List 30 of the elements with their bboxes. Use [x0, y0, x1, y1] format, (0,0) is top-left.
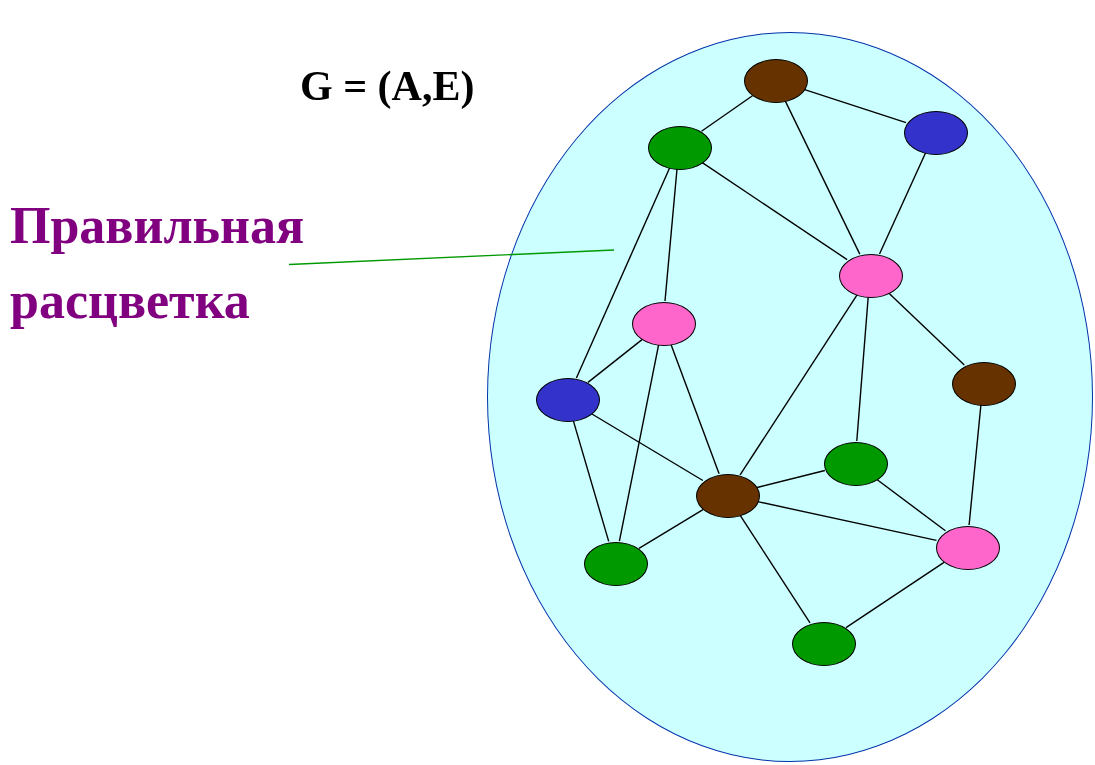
graph-vertex	[936, 526, 1000, 570]
graph-edge	[845, 561, 945, 629]
graph-edge	[739, 514, 811, 624]
graph-vertex	[536, 378, 600, 422]
graph-edge	[875, 478, 947, 532]
graph-edge	[856, 296, 869, 442]
graph-vertex	[744, 59, 808, 103]
graph-vertex	[904, 111, 968, 155]
graph-edge	[664, 168, 678, 302]
diagram-title: G = (A,E)	[300, 62, 475, 110]
graph-vertex	[584, 542, 648, 586]
graph-edge	[638, 508, 704, 550]
graph-vertex	[792, 622, 856, 666]
graph-vertex	[952, 362, 1016, 406]
graph-vertex	[839, 254, 903, 298]
graph-edge	[968, 404, 982, 526]
graph-edge	[701, 161, 848, 261]
graph-vertex	[824, 442, 888, 486]
graph-edge	[587, 338, 643, 384]
graph-edge	[700, 95, 754, 132]
graph-edge	[618, 344, 660, 542]
graph-vertex	[696, 474, 760, 518]
graph-vertex	[632, 302, 696, 346]
graph-edge	[888, 292, 965, 366]
graph-edge	[590, 412, 704, 482]
graph-vertex	[648, 126, 712, 170]
leader-line	[288, 249, 615, 266]
graph-edge	[739, 294, 858, 476]
graph-edge	[756, 469, 826, 489]
annotation-text: Правильная расцветка	[10, 188, 382, 338]
